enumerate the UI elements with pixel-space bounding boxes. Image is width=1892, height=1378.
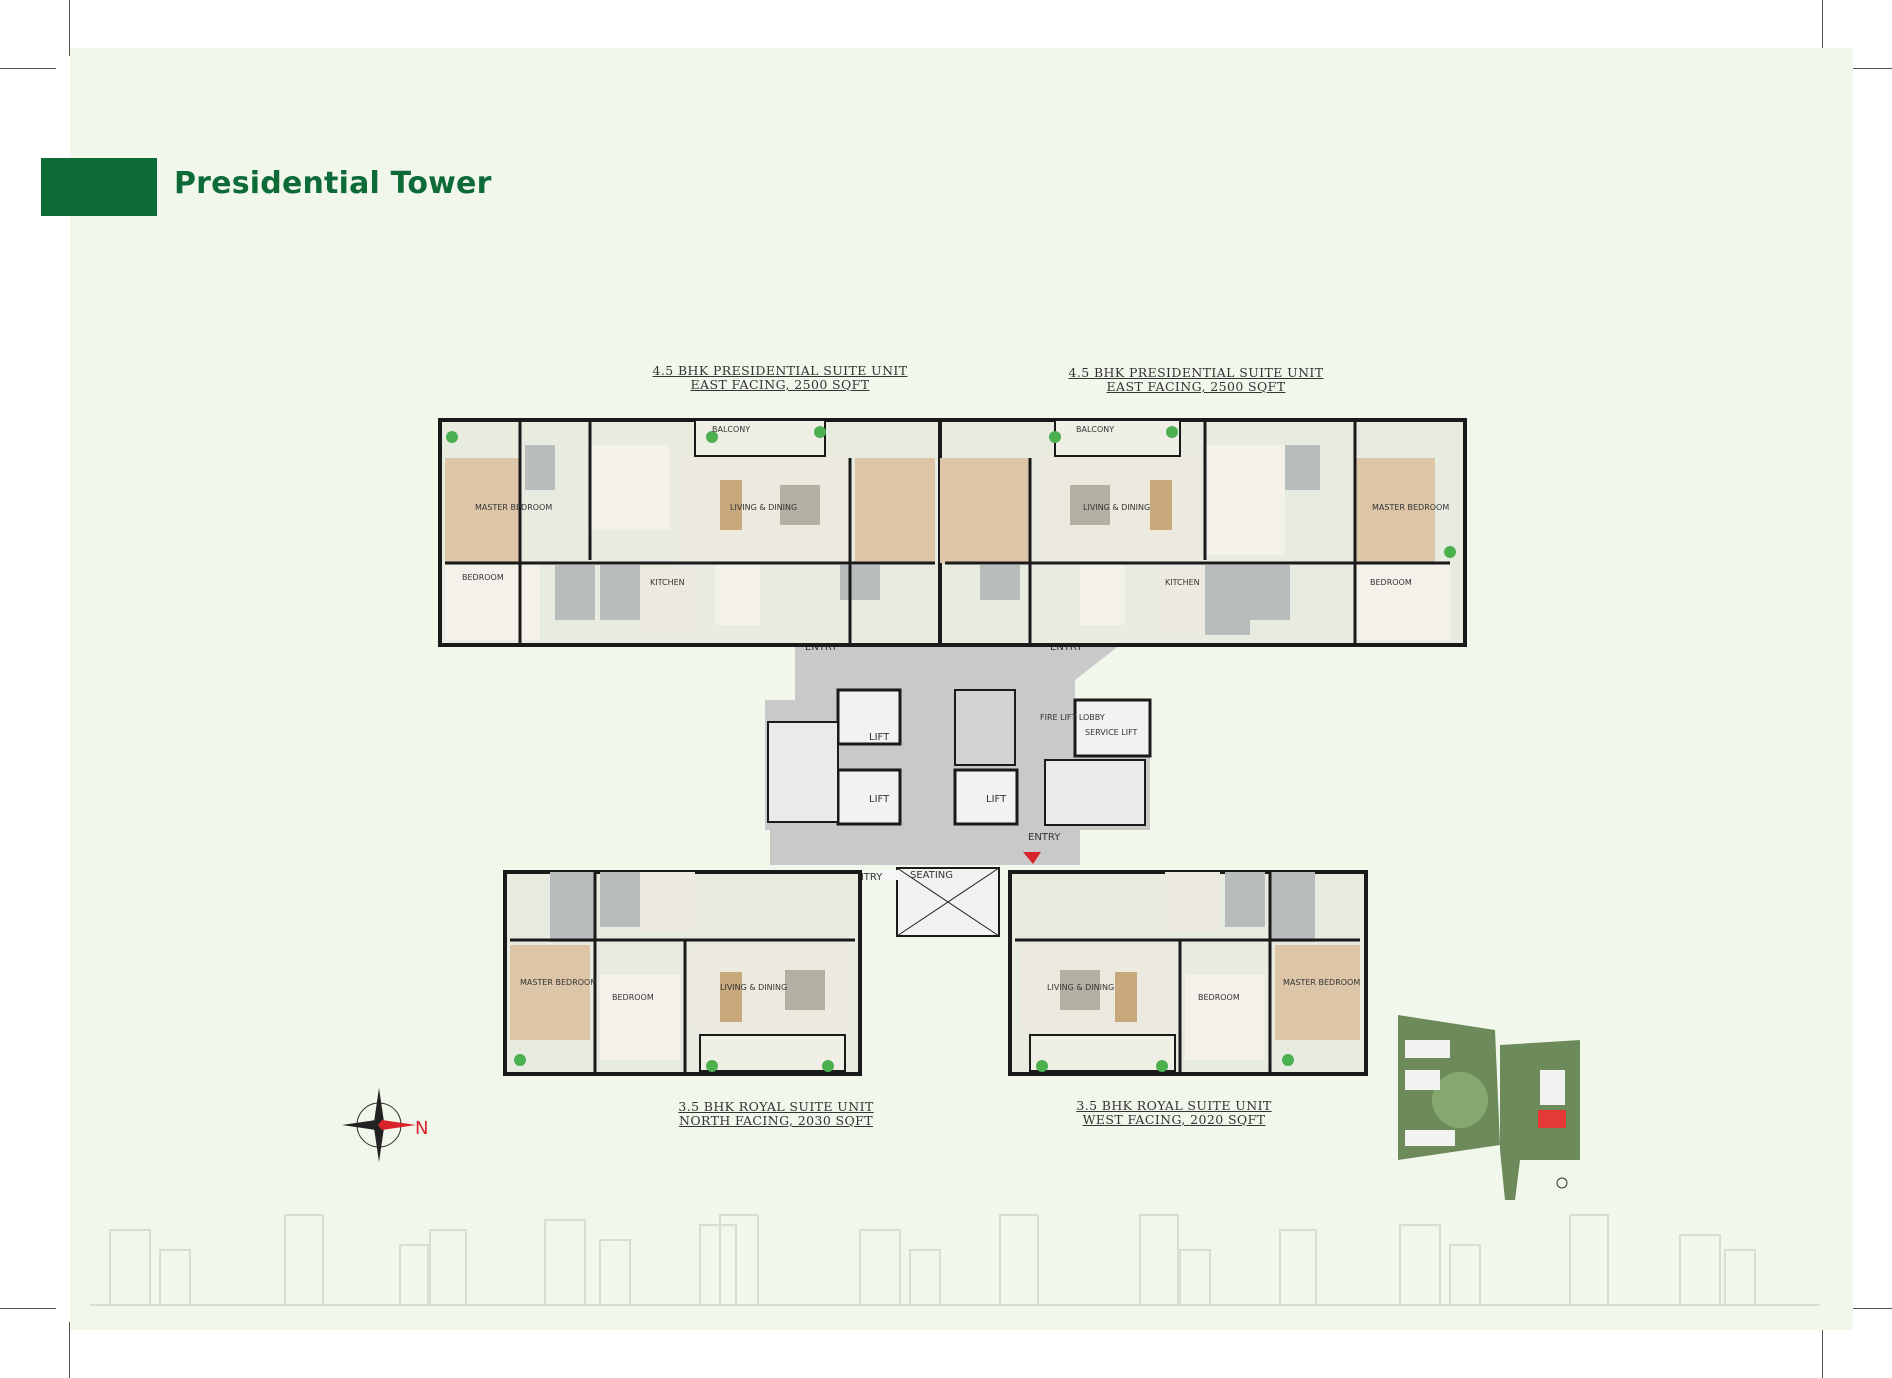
crop-mark (1836, 68, 1892, 69)
skyline-decoration (90, 1214, 1820, 1306)
site-key-plan (1398, 1015, 1580, 1200)
room-label: BALCONY (712, 425, 750, 434)
page-title: Presidential Tower (174, 166, 492, 201)
title-accent-bar (41, 158, 157, 216)
crop-mark (1822, 0, 1823, 56)
unit-bottom-left (503, 870, 862, 1076)
room-label: BEDROOM (1370, 578, 1412, 587)
unit-label-bottom-left: 3.5 BHK ROYAL SUITE UNIT NORTH FACING, 2… (636, 1100, 916, 1128)
crop-mark (1836, 1308, 1892, 1309)
lift-label: LIFT (986, 794, 1007, 805)
unit-top-left (438, 418, 942, 647)
seating-label: SEATING (910, 870, 953, 881)
unit-label-top-right: 4.5 BHK PRESIDENTIAL SUITE UNIT EAST FAC… (1056, 366, 1336, 394)
unit-top-right (938, 418, 1467, 647)
unit-facing: EAST FACING, 2500 SQFT (690, 377, 870, 392)
room-label: LIVING & DINING (720, 983, 787, 992)
room-label: KITCHEN (650, 578, 685, 587)
unit-facing: EAST FACING, 2500 SQFT (1106, 379, 1286, 394)
compass-icon: N (342, 1088, 428, 1162)
crop-mark (1822, 1322, 1823, 1378)
unit-label-top-left: 4.5 BHK PRESIDENTIAL SUITE UNIT EAST FAC… (640, 364, 920, 392)
building-core (765, 600, 1152, 937)
crop-mark (69, 1322, 70, 1378)
lift-label: LIFT (869, 732, 890, 743)
room-label: BEDROOM (612, 993, 654, 1002)
room-label: KITCHEN (1165, 578, 1200, 587)
unit-name: 4.5 BHK PRESIDENTIAL SUITE UNIT (1068, 365, 1324, 380)
unit-name: 3.5 BHK ROYAL SUITE UNIT (678, 1099, 874, 1114)
unit-name: 4.5 BHK PRESIDENTIAL SUITE UNIT (652, 363, 908, 378)
crop-mark (0, 1308, 56, 1309)
room-label: LIVING & DINING (1083, 503, 1150, 512)
entry-label: ENTRY (850, 872, 883, 883)
unit-facing: WEST FACING, 2020 SQFT (1082, 1112, 1266, 1127)
fire-lobby-label: FIRE LIFT LOBBY (1040, 713, 1105, 722)
entry-label: ENTRY (805, 642, 838, 653)
entry-arrow (1023, 852, 1041, 864)
service-lift-label: SERVICE LIFT (1085, 728, 1138, 737)
unit-bottom-right (1008, 870, 1368, 1076)
room-label: MASTER BEDROOM (1283, 978, 1360, 987)
room-label: BEDROOM (462, 573, 504, 582)
compass-north-label: N (415, 1118, 428, 1139)
unit-facing: NORTH FACING, 2030 SQFT (679, 1113, 873, 1128)
entry-label: ENTRY (1028, 832, 1061, 843)
unit-name: 3.5 BHK ROYAL SUITE UNIT (1076, 1098, 1272, 1113)
room-label: MASTER BEDROOM (1372, 503, 1449, 512)
crop-mark (69, 0, 70, 56)
room-label: LIVING & DINING (1047, 983, 1114, 992)
room-label: BALCONY (1076, 425, 1114, 434)
crop-mark (0, 68, 56, 69)
unit-label-bottom-right: 3.5 BHK ROYAL SUITE UNIT WEST FACING, 20… (1034, 1099, 1314, 1127)
room-label: BEDROOM (1198, 993, 1240, 1002)
room-label: MASTER BEDROOM (520, 978, 597, 987)
room-label: LIVING & DINING (730, 503, 797, 512)
entry-label: ENTRY (1050, 642, 1083, 653)
lift-label: LIFT (869, 794, 890, 805)
room-label: MASTER BEDROOM (475, 503, 552, 512)
